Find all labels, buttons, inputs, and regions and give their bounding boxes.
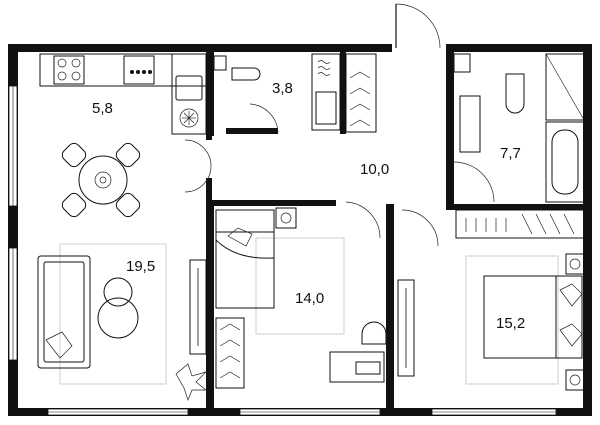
area-label-bath: 7,7 <box>500 145 521 162</box>
bath-fixtures <box>453 53 585 203</box>
door-swings <box>184 103 495 247</box>
kitchen-fixtures <box>39 53 207 135</box>
area-label-wc: 3,8 <box>272 80 293 97</box>
area-label-kitchen: 5,8 <box>92 100 113 117</box>
bedroom-1-furniture <box>215 207 387 389</box>
windows <box>8 85 557 416</box>
area-label-hall: 10,0 <box>360 161 389 178</box>
area-label-living: 19,5 <box>126 258 155 275</box>
dining-table <box>61 142 141 218</box>
wc-fixtures <box>213 53 377 133</box>
living-furniture <box>37 243 208 402</box>
area-label-bedroom-1: 14,0 <box>295 290 324 307</box>
bedroom-2-furniture <box>397 209 585 391</box>
interior-walls <box>206 52 584 410</box>
entrance-door <box>395 3 441 49</box>
area-label-bedroom-2: 15,2 <box>496 315 525 332</box>
